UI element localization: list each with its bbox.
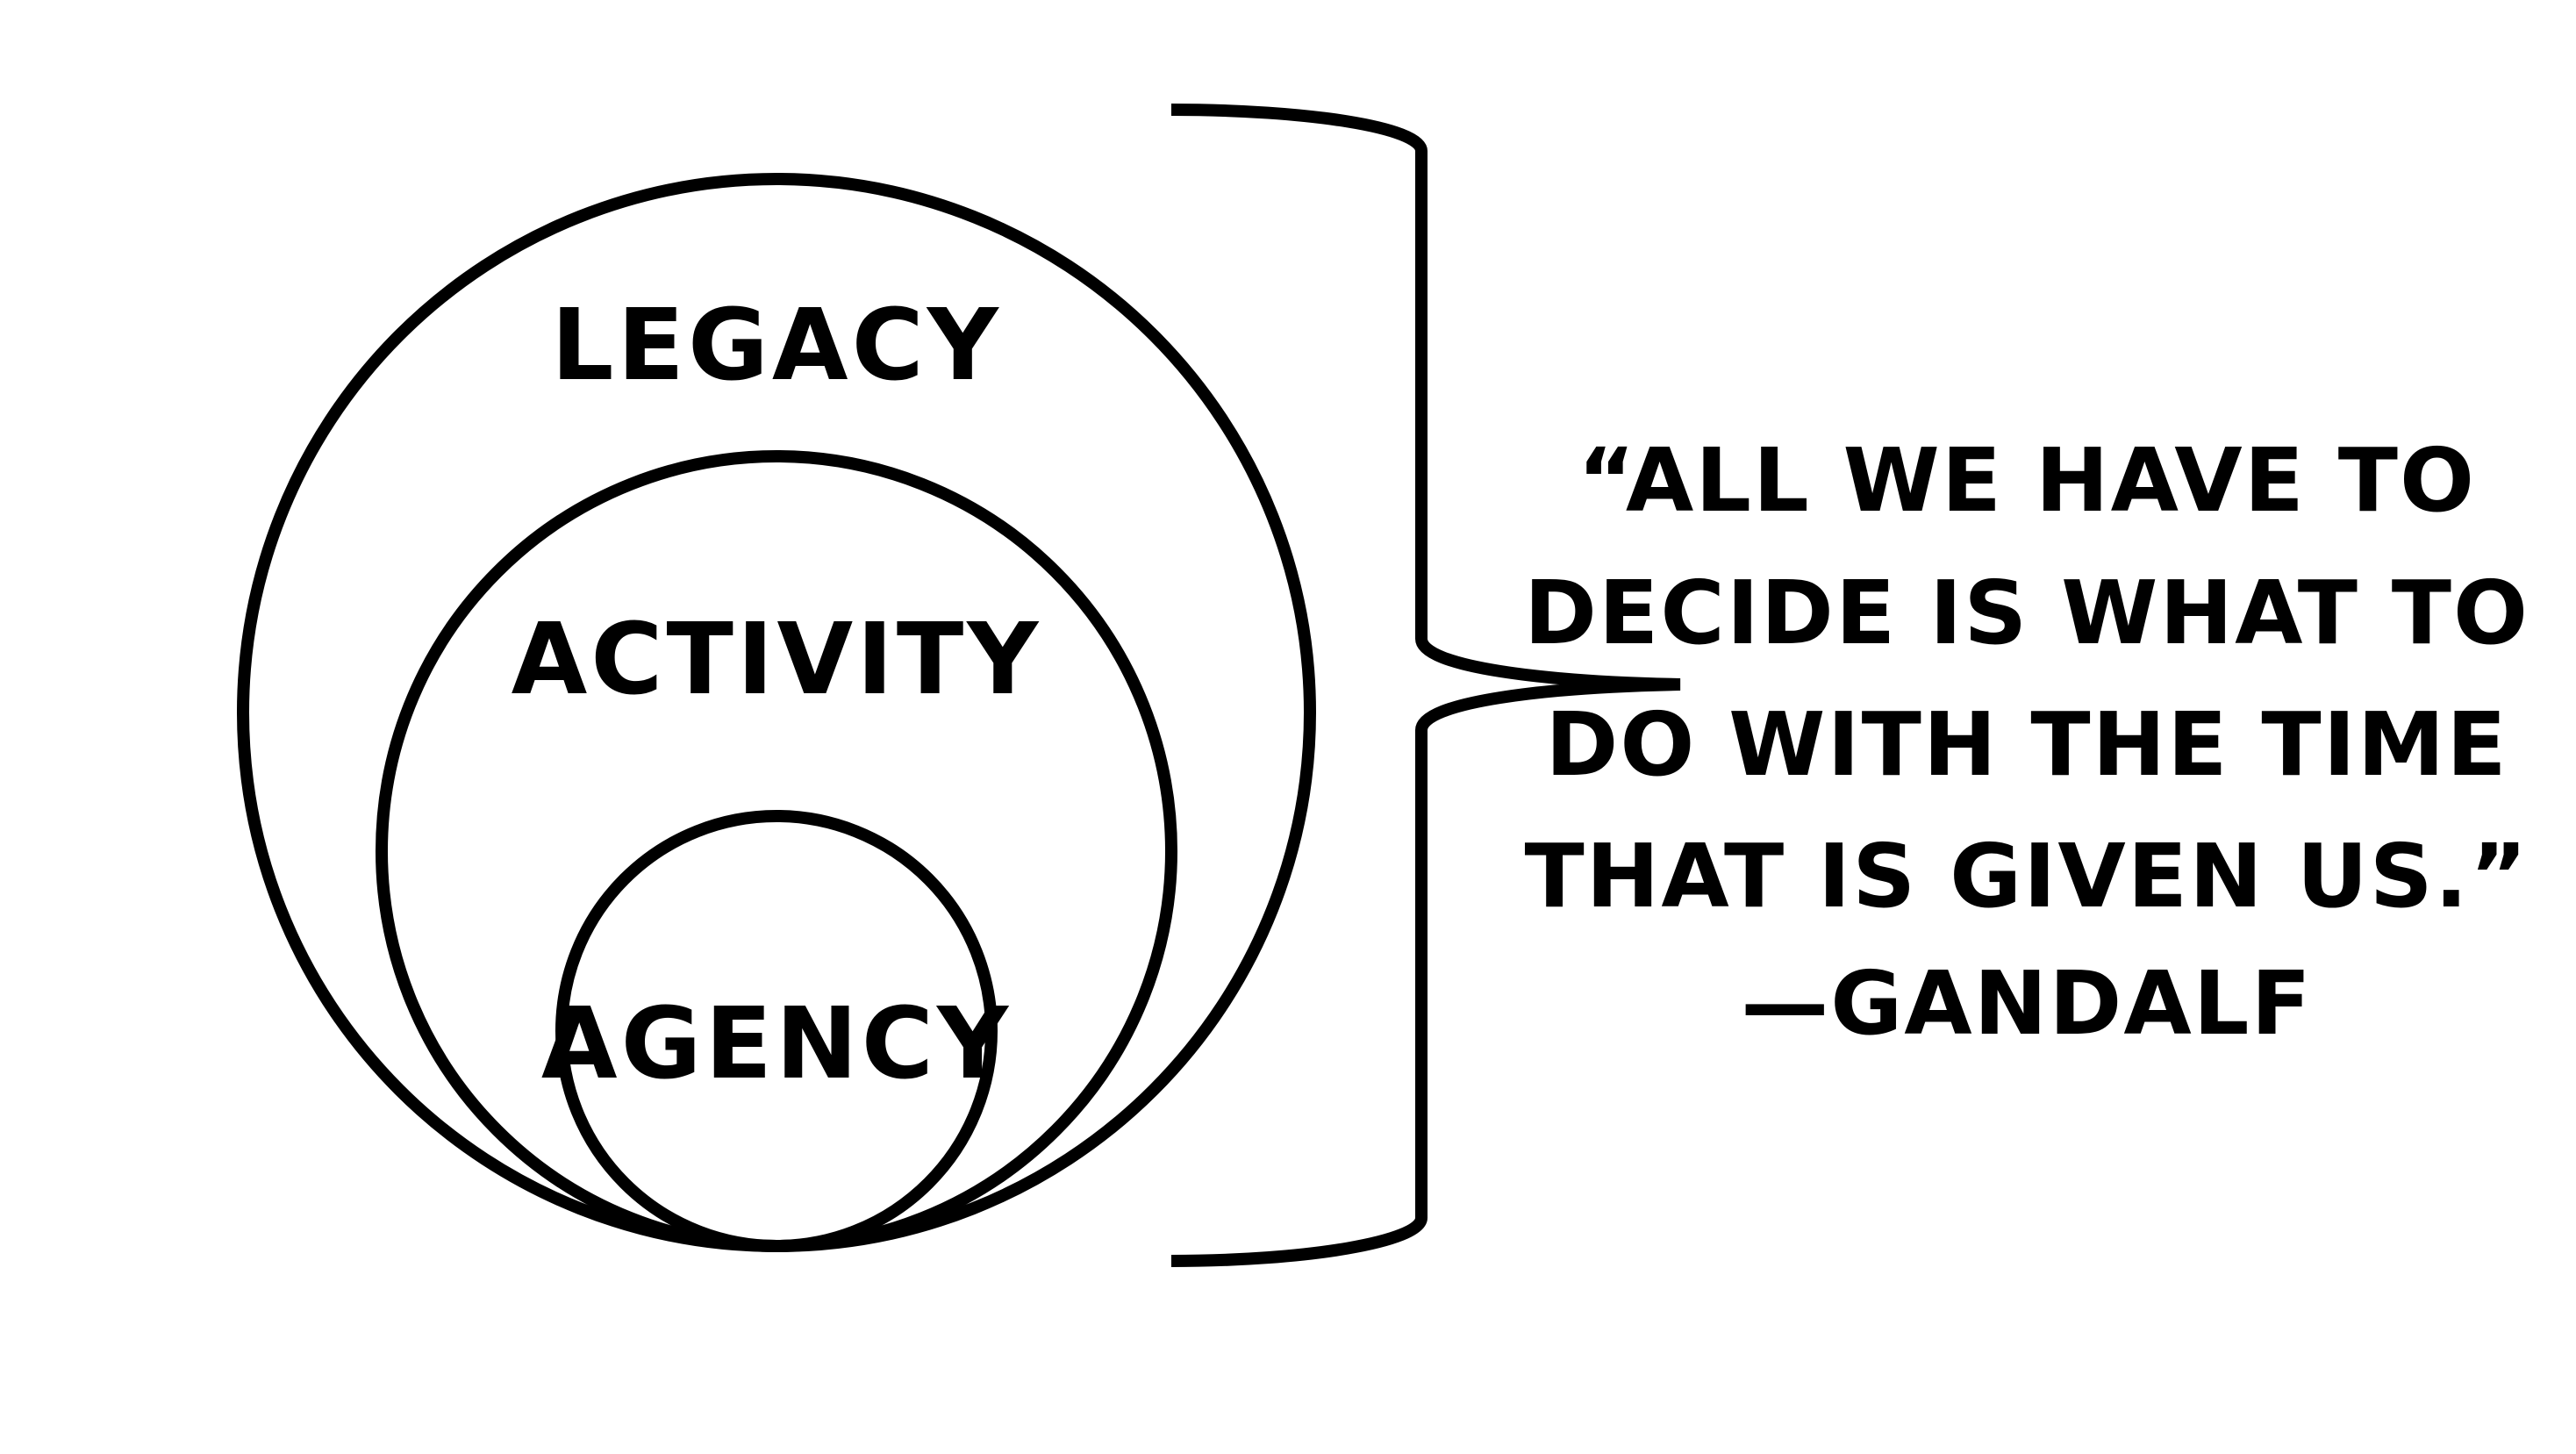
- activity-circle: [376, 450, 1177, 1252]
- quote-attribution: —GANDALF: [1741, 952, 2313, 1055]
- quote-line-4: THAT IS GIVEN US.”: [1524, 825, 2529, 928]
- quote-line-1: “ALL WE HAVE TO: [1578, 429, 2476, 532]
- quote-block: “ALL WE HAVE TO DECIDE IS WHAT TO DO WIT…: [1524, 429, 2529, 1055]
- curly-brace: [1170, 104, 1681, 1267]
- quote-line-2: DECIDE IS WHAT TO: [1524, 562, 2529, 664]
- agency-label: AGENCY: [541, 987, 1012, 1101]
- activity-label: ACTIVITY: [512, 603, 1042, 717]
- legacy-label: LEGACY: [551, 289, 1002, 403]
- agency-circle: [555, 810, 998, 1252]
- quote-line-3: DO WITH THE TIME: [1545, 693, 2508, 796]
